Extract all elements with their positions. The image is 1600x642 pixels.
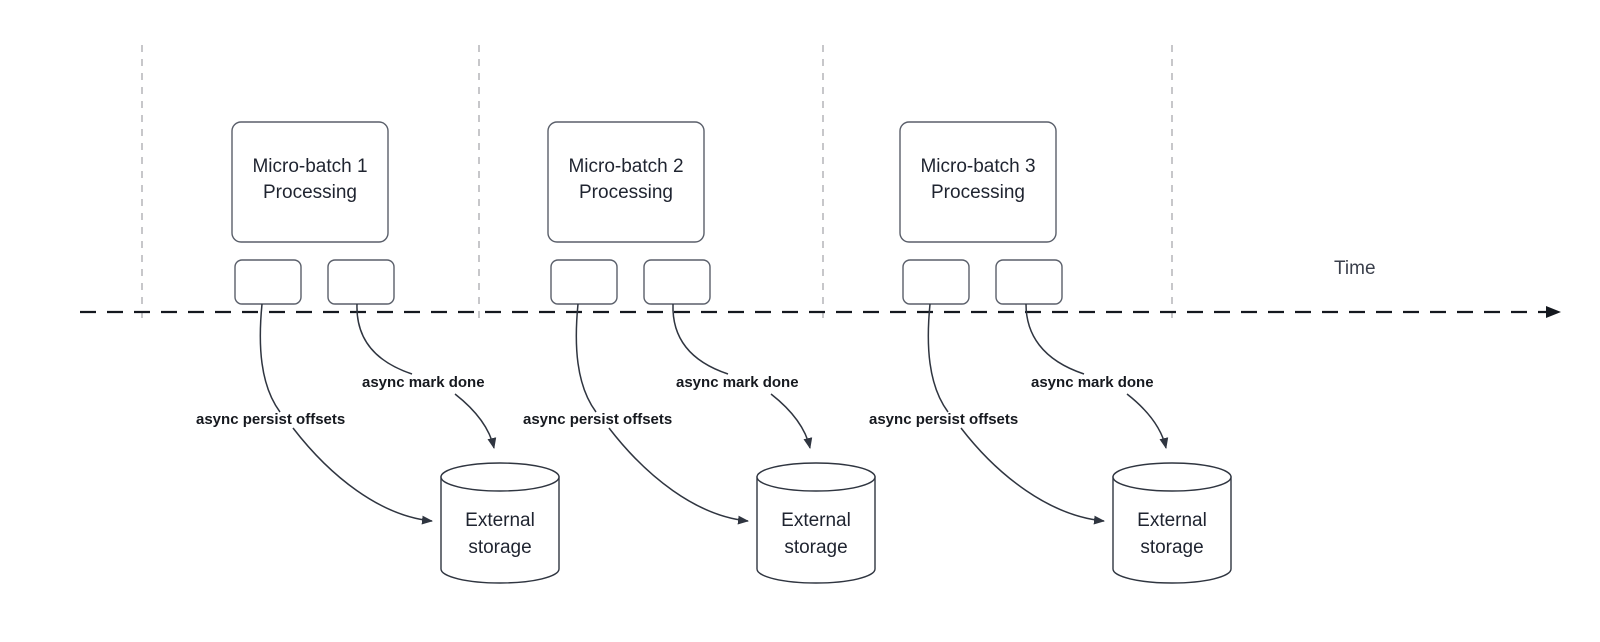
edge-markdone-1-segment-upper [356,303,413,375]
storage-cylinder-2[interactable] [756,462,876,584]
storage-2-line1: External [781,510,851,531]
edge-label-markdone-3: async mark done [1031,374,1154,391]
time-axis-label: Time [1334,258,1376,279]
edge-label-markdone-2: async mark done [676,374,799,391]
edge-label-persist-1: async persist offsets [196,411,345,428]
tick-box-3a[interactable] [902,259,970,305]
tick-box-2a[interactable] [550,259,618,305]
edge-label-persist-2: async persist offsets [523,411,672,428]
storage-3-line2: storage [1140,537,1203,558]
separator-lines [141,45,1173,320]
edge-persist-2-segment-upper [575,303,597,413]
edge-persist-1-segment-lower [292,427,433,525]
group-micro-batch-2: Micro-batch 2 Processing async persist o… [523,121,876,584]
edge-label-persist-3: async persist offsets [869,411,1018,428]
tick-box-2b[interactable] [643,259,711,305]
batch-box-3-line1: Micro-batch 3 [920,156,1035,177]
batch-box-2[interactable] [547,121,705,243]
batch-box-3-line2: Processing [931,182,1025,203]
storage-2-line2: storage [784,537,847,558]
edge-persist-3-segment-lower [960,427,1105,525]
group-micro-batch-1: Micro-batch 1 Processing async persist o… [196,121,560,584]
storage-3-line1: External [1137,510,1207,531]
edge-markdone-2-segment-lower [770,393,813,449]
storage-cylinder-1[interactable] [440,462,560,584]
batch-box-2-line1: Micro-batch 2 [568,156,683,177]
batch-box-1[interactable] [231,121,389,243]
edge-markdone-3-segment-lower [1126,393,1169,449]
batch-box-3[interactable] [899,121,1057,243]
edge-persist-1-segment-upper [259,303,281,413]
edge-markdone-1-segment-lower [454,393,497,449]
time-axis: Time [80,258,1561,318]
edge-persist-3-segment-upper [927,303,949,413]
tick-box-1a[interactable] [234,259,302,305]
group-micro-batch-3: Micro-batch 3 Processing async persist o… [869,121,1232,584]
edge-markdone-3-segment-upper [1025,303,1085,375]
storage-1-line1: External [465,510,535,531]
edge-markdone-2-segment-upper [672,303,729,375]
batch-box-2-line2: Processing [579,182,673,203]
batch-box-1-line2: Processing [263,182,357,203]
tick-box-1b[interactable] [327,259,395,305]
storage-cylinder-3[interactable] [1112,462,1232,584]
edge-persist-2-segment-lower [608,427,749,525]
batch-box-1-line1: Micro-batch 1 [252,156,367,177]
storage-1-line2: storage [468,537,531,558]
tick-box-3b[interactable] [995,259,1063,305]
edge-label-markdone-1: async mark done [362,374,485,391]
